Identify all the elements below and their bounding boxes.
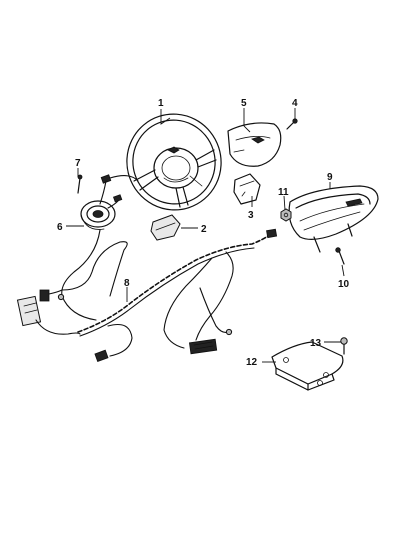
callout-1: 1 <box>158 98 164 109</box>
screw-4 <box>286 118 298 130</box>
airbag-control-unit <box>271 341 344 391</box>
clock-spring-connectors <box>99 174 139 209</box>
callout-6: 6 <box>57 222 63 233</box>
nut-11 <box>280 208 292 222</box>
callout-10: 10 <box>338 279 350 290</box>
callout-4: 4 <box>292 98 298 109</box>
callout-12: 12 <box>246 357 258 368</box>
callout-8: 8 <box>124 278 130 289</box>
clock-spring <box>80 200 116 230</box>
callout-labels: 1 2 3 4 5 6 7 8 9 10 11 12 13 <box>57 98 350 368</box>
wiring-harness <box>16 228 278 362</box>
callout-2: 2 <box>201 224 207 235</box>
cover-2 <box>150 214 181 241</box>
callout-3: 3 <box>248 210 254 221</box>
callout-5: 5 <box>241 98 247 109</box>
callout-7: 7 <box>75 158 81 169</box>
callout-11: 11 <box>278 187 289 198</box>
screw-7 <box>77 174 83 194</box>
airbag-module-cover <box>227 122 282 167</box>
leader-lines <box>66 108 345 363</box>
passenger-airbag-module <box>288 185 379 253</box>
callout-9: 9 <box>327 172 333 183</box>
bolt-13 <box>340 337 348 355</box>
callout-13: 13 <box>310 338 322 349</box>
bolt-10 <box>335 247 345 265</box>
steering-wheel <box>126 113 222 211</box>
bracket-3 <box>233 173 261 205</box>
